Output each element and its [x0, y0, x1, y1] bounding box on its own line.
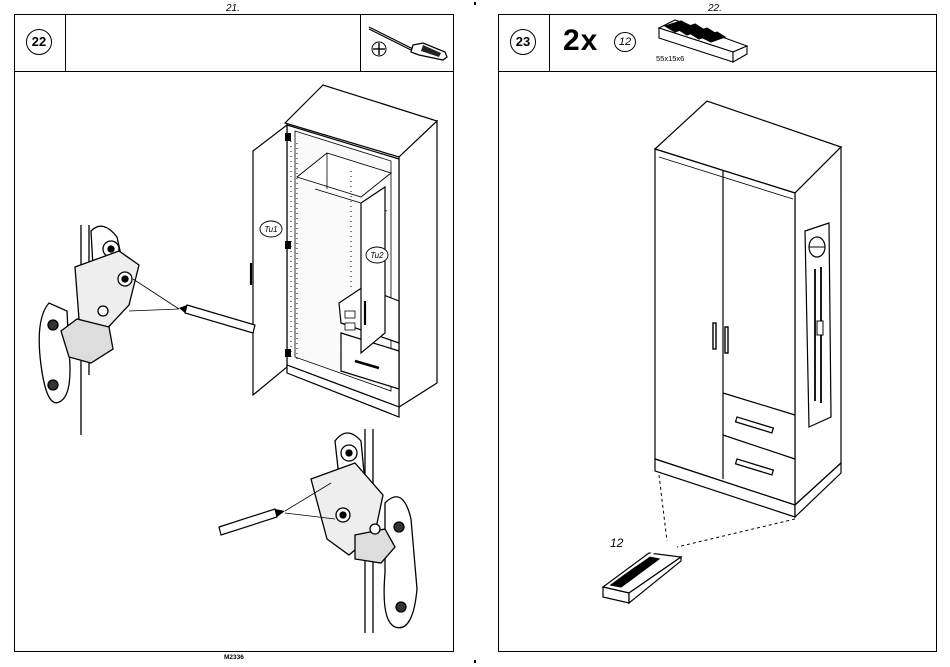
step-number-cell: 22: [15, 15, 66, 71]
footer-code: M2336: [224, 654, 244, 661]
tool-cell: [360, 15, 453, 71]
step-number: 23: [510, 29, 536, 55]
callout-part-label: 12: [610, 536, 623, 550]
step-number: 22: [26, 29, 52, 55]
step-23-panel: 23 2x 12 55x15x6: [498, 14, 937, 652]
part-dimensions: 55x15x6: [656, 54, 684, 63]
part-number: 12: [614, 32, 636, 52]
step-header: 22: [15, 15, 453, 72]
step-number-cell: 23: [499, 15, 550, 71]
wedge-part-icon: [655, 18, 755, 54]
wardrobe-closed-illustration: [499, 71, 938, 651]
center-tick-bottom: [474, 660, 476, 663]
door-label-tu2: Tu2: [370, 251, 384, 260]
step-22-panel: 22: [14, 14, 454, 652]
phillips-tip-icon: [369, 39, 389, 59]
page-number-right: 22.: [708, 3, 722, 14]
hinge-detail-upper: [29, 215, 269, 435]
step-header: 23 2x 12 55x15x6: [499, 15, 936, 72]
center-tick-top: [474, 2, 476, 5]
page-number-left: 21.: [226, 3, 240, 14]
hinge-detail-lower: [215, 423, 475, 643]
quantity: 2x: [563, 24, 598, 58]
